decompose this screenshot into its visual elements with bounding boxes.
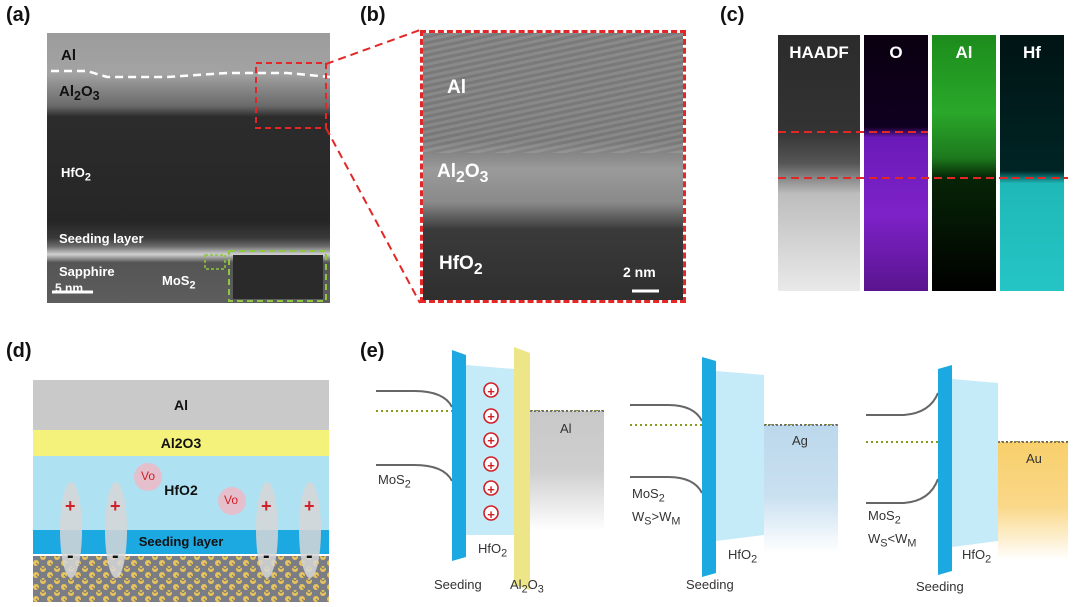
hrtem-image-b: Al Al2O3 HfO2 2 nm <box>420 30 686 303</box>
band-diagram-au: MoS2 WS<WM HfO2 Au Seeding <box>864 345 1076 600</box>
negative-charge-3: - <box>263 545 270 567</box>
negative-charge-1: - <box>67 545 74 567</box>
layer-label-seeding: Seeding layer <box>59 231 144 246</box>
eds-map-haadf: HAADF <box>778 35 860 291</box>
interface-charge-2: + <box>487 408 495 424</box>
negative-charge-2: - <box>112 545 119 567</box>
band-label-metal-1: Al <box>560 421 572 436</box>
band-diagram-au-graphic <box>866 365 1068 575</box>
negative-charge-4: - <box>306 545 313 567</box>
schematic-label-hfo2: HfO2 <box>164 482 198 498</box>
tem-image-a-graphic <box>47 33 330 303</box>
band-label-seeding-1: Seeding <box>434 577 482 592</box>
layer-label-mos2: MoS2 <box>162 273 196 292</box>
schematic-layer-al: Al <box>33 380 329 430</box>
layer-label-hfo2: HfO2 <box>61 165 91 184</box>
eds-interface-lines <box>778 131 1068 179</box>
band-label-al2o3-1: Al2O3 <box>510 577 544 596</box>
band-label-mos2-1: MoS2 <box>378 472 411 491</box>
eds-map-hf: Hf <box>1000 35 1064 291</box>
positive-charge-2: + <box>110 496 121 516</box>
eds-map-o-title: O <box>889 43 903 62</box>
positive-charges-column: + + + + + + <box>486 380 496 527</box>
band-label-seeding-3: Seeding <box>916 579 964 594</box>
panel-a-label: (a) <box>6 4 31 26</box>
work-function-condition-2: WS>WM <box>632 508 681 528</box>
band-label-hfo2-3: HfO2 <box>962 547 992 566</box>
layer-label-al2o3-b: Al2O3 <box>437 161 489 186</box>
band-diagram-ag-graphic <box>630 357 838 577</box>
eds-map-al-title: Al <box>955 43 973 62</box>
panel-b-label: (b) <box>360 4 386 26</box>
positive-charge-3: + <box>261 496 272 516</box>
interface-charge-5: + <box>487 482 495 497</box>
eds-maps: HAADF O Al Hf <box>778 35 1068 291</box>
positive-charge-4: + <box>304 496 315 516</box>
oxygen-vacancy-1: Vo <box>141 469 156 483</box>
band-label-mos2-2-name: MoS2 <box>632 486 665 505</box>
band-label-metal-2: Ag <box>792 433 808 448</box>
interface-charge-6: + <box>487 506 495 522</box>
schematic-layer-seeding: Seeding layer <box>33 530 329 554</box>
band-label-metal-3: Au <box>1026 451 1042 466</box>
eds-map-o: O <box>864 35 928 291</box>
layer-label-al: Al <box>61 47 76 64</box>
zoom-connector-lines <box>325 29 421 304</box>
interface-charge-4: + <box>487 457 495 473</box>
layer-label-al-b: Al <box>447 77 466 98</box>
band-label-mos2-2: MoS2 WS>WM <box>632 485 680 530</box>
schematic-label-seeding: Seeding layer <box>138 534 224 549</box>
eds-map-haadf-title: HAADF <box>789 43 849 62</box>
schematic-layer-hfo2: HfO2 <box>33 456 329 530</box>
band-diagram-al-graphic <box>376 347 606 590</box>
band-label-hfo2-2: HfO2 <box>728 547 758 566</box>
hrtem-image-b-graphic <box>423 33 683 300</box>
layer-label-sapphire: Sapphire <box>59 264 115 279</box>
eds-map-al: Al <box>932 35 996 291</box>
scalebar-label-b: 2 nm <box>623 264 656 280</box>
layer-label-hfo2-b: HfO2 <box>439 253 483 278</box>
work-function-condition-3: WS<WM <box>868 530 917 550</box>
tem-image-a: Al Al2O3 HfO2 Seeding layer Sapphire 5 n… <box>47 33 330 303</box>
schematic-label-al: Al <box>174 397 188 413</box>
schematic-layer-al2o3: Al2O3 <box>33 430 329 456</box>
panel-e-label: (e) <box>360 340 385 362</box>
layer-label-al2o3: Al2O3 <box>59 83 100 103</box>
band-diagram-al: + + + + + + MoS2 HfO2 Al Seeding Al2O3 <box>374 345 614 600</box>
band-label-mos2-3: MoS2 WS<WM <box>868 507 916 552</box>
band-diagram-ag: MoS2 WS>WM HfO2 Ag Seeding <box>628 345 848 600</box>
oxygen-vacancy-2: Vo <box>224 493 239 507</box>
positive-charge-1: + <box>65 496 76 516</box>
eds-map-hf-title: Hf <box>1023 43 1041 62</box>
schematic-overlay <box>33 463 329 602</box>
interface-charge-1: + <box>487 384 495 399</box>
band-label-seeding-2: Seeding <box>686 577 734 592</box>
band-label-hfo2-1: HfO2 <box>478 541 508 560</box>
device-schematic: Al Al2O3 HfO2 Seeding layer Vo Vo + + + … <box>33 380 329 602</box>
band-label-mos2-3-name: MoS2 <box>868 508 901 527</box>
interface-charge-3: + <box>487 433 495 448</box>
panel-c-label: (c) <box>720 4 745 26</box>
scalebar-label-a: 5 nm <box>55 281 84 295</box>
panel-d-label: (d) <box>6 340 32 362</box>
schematic-label-al2o3: Al2O3 <box>160 435 202 451</box>
